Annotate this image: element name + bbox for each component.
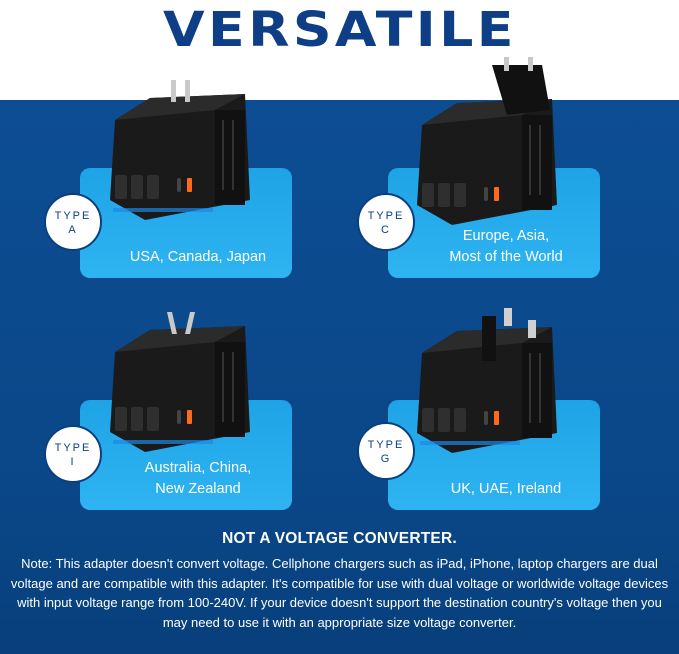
type-c-region-line1: Europe, Asia, <box>462 228 550 244</box>
type-g-badge-label: TYPE <box>367 439 405 451</box>
type-i-badge-label: TYPE <box>54 442 92 454</box>
header-banner: VERSATILE <box>0 0 679 100</box>
type-g-plug-icon <box>482 308 536 361</box>
type-i-region: Australia, China, New Zealand <box>110 458 286 500</box>
type-a-plug-icon <box>171 80 190 102</box>
type-i-plug-icon <box>167 312 195 334</box>
adapter-type-g-image <box>412 308 562 473</box>
type-a-region: USA, Canada, Japan <box>110 247 286 268</box>
type-c-region: Europe, Asia, Most of the World <box>418 226 594 268</box>
type-a-badge-letter: A <box>68 224 78 236</box>
adapter-type-a-image <box>105 80 255 240</box>
type-g-badge: TYPE G <box>357 422 415 480</box>
voltage-note-text: Note: This adapter doesn't convert volta… <box>10 556 669 630</box>
page-title: VERSATILE <box>162 2 517 58</box>
type-c-badge-letter: C <box>381 224 391 236</box>
type-g-region-line1: UK, UAE, Ireland <box>450 481 562 497</box>
type-c-plug-icon <box>492 57 550 115</box>
adapter-types-panel: USA, Canada, Japan Europe, Asia, Most of… <box>0 57 679 654</box>
type-g-badge-letter: G <box>380 453 392 465</box>
type-i-badge-letter: I <box>70 456 76 468</box>
type-i-region-line1: Australia, China, <box>144 460 252 476</box>
adapter-type-c-image <box>412 55 562 235</box>
footer: NOT A VOLTAGE CONVERTER. Note: This adap… <box>0 530 679 632</box>
type-c-region-line2: Most of the World <box>449 249 563 265</box>
type-a-badge-label: TYPE <box>54 210 92 222</box>
type-i-region-line2: New Zealand <box>155 481 241 497</box>
type-g-region: UK, UAE, Ireland <box>418 479 594 500</box>
type-c-badge: TYPE C <box>357 193 415 251</box>
type-a-badge: TYPE A <box>44 193 102 251</box>
type-i-card: Australia, China, New Zealand <box>80 400 292 510</box>
adapter-type-i-image <box>105 312 255 472</box>
voltage-warning-heading: NOT A VOLTAGE CONVERTER. <box>222 530 457 547</box>
type-i-badge: TYPE I <box>44 425 102 483</box>
type-c-badge-label: TYPE <box>367 210 405 222</box>
type-a-region-line1: USA, Canada, Japan <box>129 249 267 265</box>
